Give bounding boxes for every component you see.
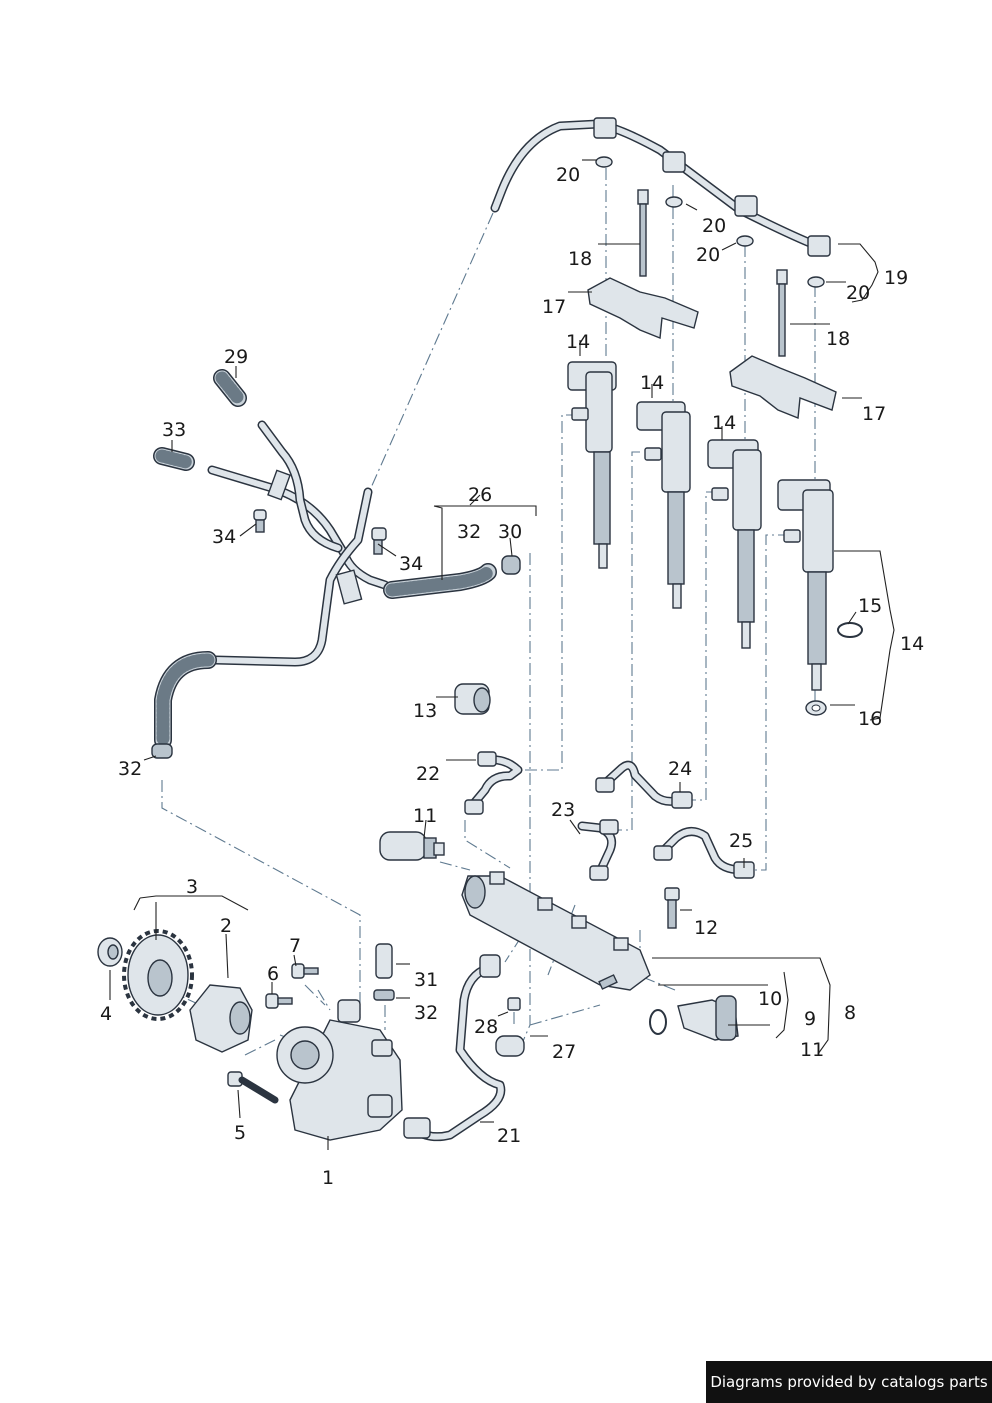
callout-14: 14 [900,633,924,655]
rail-bolt [664,887,680,929]
callout-7: 7 [289,935,301,957]
injector-seals [805,622,863,716]
callout-23: 23 [551,799,575,821]
callout-2: 2 [220,915,232,937]
fuel-return-hose-harness [153,369,497,749]
callout-14: 14 [640,372,664,394]
sprocket-hub [189,984,253,1053]
callout-27: 27 [552,1041,576,1063]
sprocket-nut [97,937,123,967]
callout-24: 24 [668,758,692,780]
callout-22: 22 [416,763,440,785]
high-pressure-pipe [403,954,506,1142]
rubber-bush [454,683,491,715]
callout-33: 33 [162,419,186,441]
callout-20: 20 [556,164,580,186]
callout-32: 32 [414,1002,438,1024]
leak-off-line [490,117,831,257]
leader-lines [109,159,895,1150]
callout-19: 19 [884,267,908,289]
callout-3: 3 [186,876,198,898]
callout-30: 30 [498,521,522,543]
callout-32: 32 [457,521,481,543]
credit-text: Diagrams provided by catalogs parts [710,1373,988,1391]
callout-34: 34 [399,553,423,575]
callout-11: 11 [413,805,437,827]
callout-21: 21 [497,1125,521,1147]
fuel-pressure-sensor [379,831,445,861]
callout-16: 16 [858,708,882,730]
callout-17: 17 [542,296,566,318]
injector-pipes [464,751,755,881]
credit-banner: Diagrams provided by catalogs parts [706,1361,992,1403]
fuel-rail [461,871,651,991]
seal-washers [595,156,825,288]
callout-6: 6 [267,963,279,985]
callout-5: 5 [234,1122,246,1144]
callout-8: 8 [844,1002,856,1024]
callout-4: 4 [100,1003,112,1025]
pump-return-hose [373,943,395,1001]
callout-32: 32 [118,758,142,780]
pressure-regulator-valve [649,995,739,1041]
callout-labels: 20 20 20 20 19 18 18 17 17 14 14 14 14 1… [100,164,924,1189]
callout-18: 18 [826,328,850,350]
callout-13: 13 [413,700,437,722]
callout-15: 15 [858,595,882,617]
injector-1 [567,361,617,569]
pump-bolt-long [227,1071,279,1104]
line-clamps-and-clips [151,509,525,1057]
injector-clamps [587,277,837,419]
callout-20: 20 [702,215,726,237]
callout-31: 31 [414,969,438,991]
callout-14: 14 [566,331,590,353]
callout-20: 20 [696,244,720,266]
fuel-injectors [567,361,834,691]
pump-sprocket [122,929,194,1021]
callout-10: 10 [758,988,782,1010]
callout-26: 26 [468,484,492,506]
injector-3 [707,439,762,649]
callout-9: 9 [804,1008,816,1030]
callout-34: 34 [212,526,236,548]
callout-20: 20 [846,282,870,304]
callout-14: 14 [712,412,736,434]
callout-29: 29 [224,346,248,368]
callout-17: 17 [862,403,886,425]
callout-18: 18 [568,248,592,270]
callout-28: 28 [474,1016,498,1038]
callout-11: 11 [800,1039,824,1061]
callout-12: 12 [694,917,718,939]
injector-4 [777,479,834,691]
callout-1: 1 [322,1167,334,1189]
high-pressure-pump [276,999,403,1141]
injector-2 [636,401,691,609]
callout-25: 25 [729,830,753,852]
clamp-bolts [637,189,788,357]
